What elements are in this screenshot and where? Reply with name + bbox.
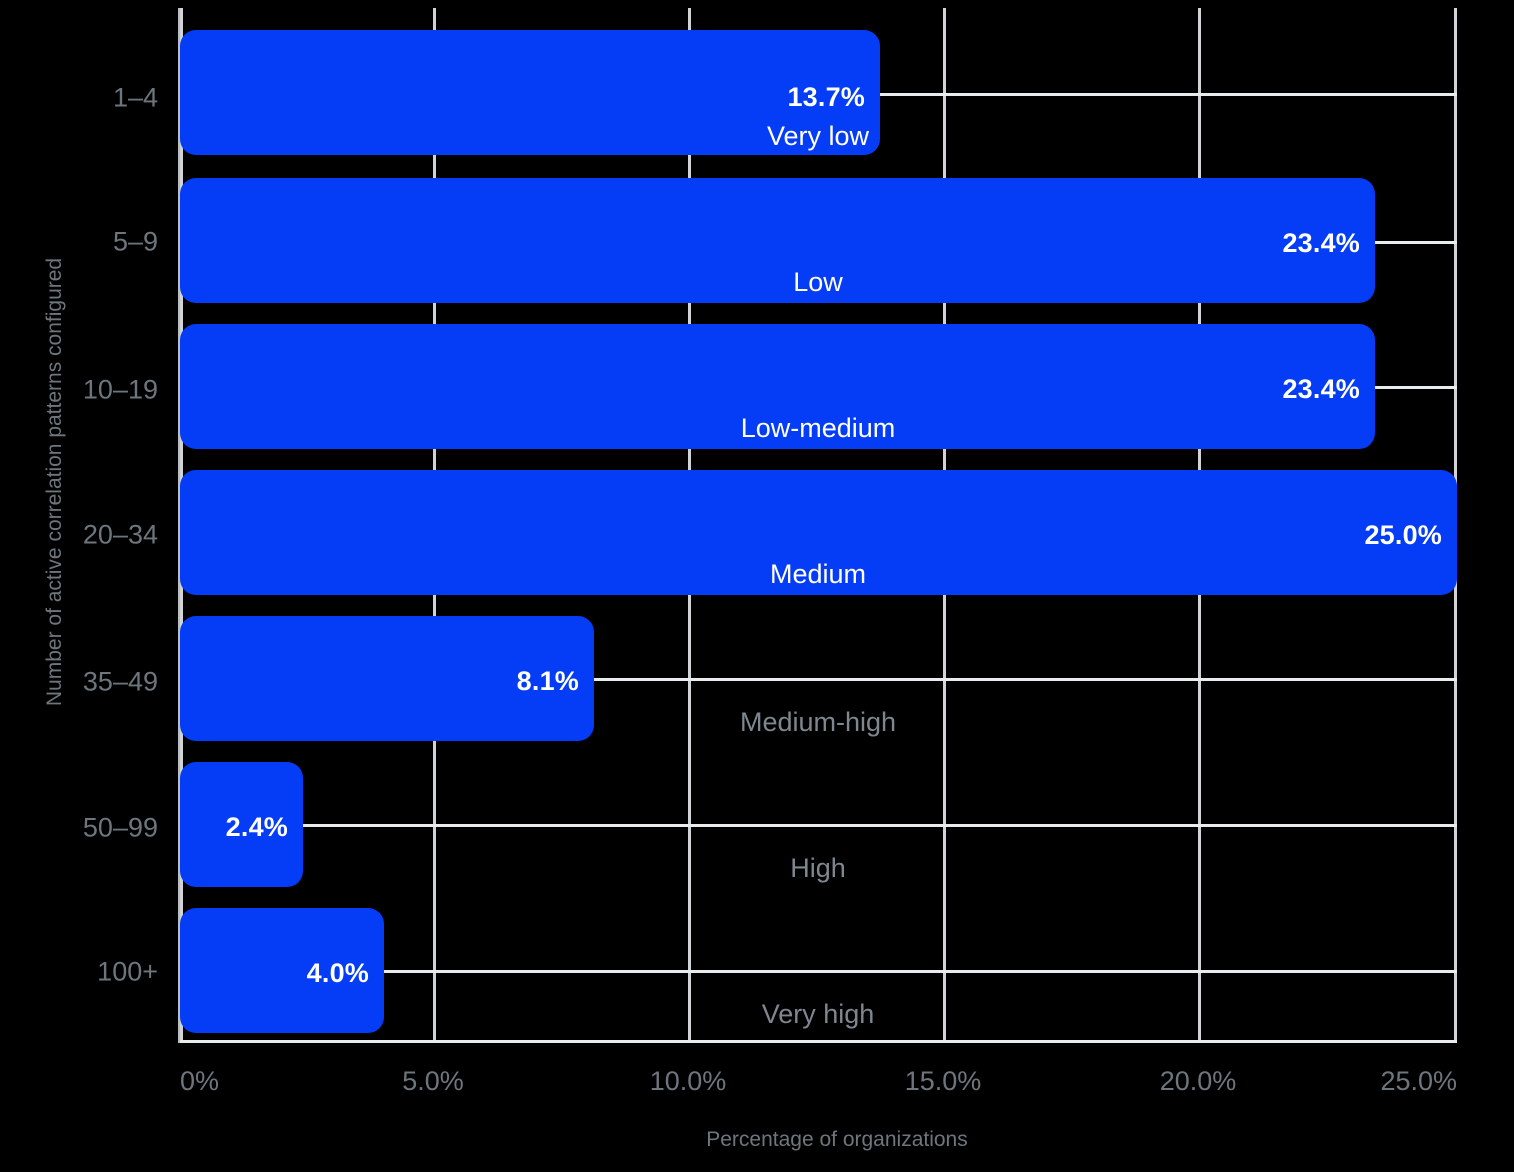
bar-20-34[interactable] bbox=[180, 470, 1457, 595]
y-tick-label-0: 1–4 bbox=[112, 82, 158, 113]
bar-35-49[interactable] bbox=[180, 616, 594, 741]
x-tick-label-3: 15.0% bbox=[904, 1066, 982, 1096]
severity-label-medium: Medium bbox=[769, 559, 867, 589]
plot-area: 13.7% 23.4% 23.4% 25.0% 8.1% 2.4% 4.0% V… bbox=[180, 8, 1457, 1096]
value-label-35-49: 8.1% bbox=[516, 666, 579, 696]
severity-label-very-low: Very low bbox=[766, 121, 870, 151]
value-label-5-9: 23.4% bbox=[1282, 228, 1360, 258]
y-tick-label-2: 10–19 bbox=[82, 374, 158, 405]
x-tick-label-5: 25.0% bbox=[1380, 1066, 1457, 1096]
severity-label-medium-high: Medium-high bbox=[739, 707, 897, 737]
bar-100-plus[interactable] bbox=[180, 908, 384, 1033]
bar-10-19[interactable] bbox=[180, 324, 1375, 449]
value-label-1-4: 13.7% bbox=[787, 82, 865, 112]
x-tick-label-1: 5.0% bbox=[402, 1066, 464, 1096]
severity-label-very-high: Very high bbox=[761, 999, 875, 1029]
y-tick-label-5: 50–99 bbox=[82, 812, 158, 843]
bar-5-9[interactable] bbox=[180, 178, 1375, 303]
bar-1-4[interactable] bbox=[180, 30, 880, 155]
y-tick-label-1: 5–9 bbox=[112, 226, 158, 257]
x-axis-title-text: Percentage of organizations bbox=[706, 1128, 968, 1151]
x-tick-label-2: 10.0% bbox=[649, 1066, 727, 1096]
severity-label-high: High bbox=[790, 853, 846, 883]
y-axis-title: Number of active correlation patterns co… bbox=[43, 257, 66, 707]
y-tick-label-4: 35–49 bbox=[82, 666, 158, 697]
value-label-20-34: 25.0% bbox=[1364, 520, 1442, 550]
y-tick-label-3: 20–34 bbox=[82, 519, 158, 550]
x-tick-label-4: 20.0% bbox=[1159, 1066, 1237, 1096]
gridline-y-5 bbox=[180, 824, 1457, 827]
bar-50-99[interactable] bbox=[180, 762, 303, 887]
value-label-10-19: 23.4% bbox=[1282, 374, 1360, 404]
gridline-y-4 bbox=[180, 678, 1457, 681]
value-label-100-plus: 4.0% bbox=[306, 958, 369, 988]
severity-label-low-medium: Low-medium bbox=[740, 413, 896, 443]
x-axis-title: Percentage of organizations bbox=[0, 1128, 1514, 1152]
y-tick-label-6: 100+ bbox=[97, 956, 158, 987]
gridline-y-bottom bbox=[180, 1040, 1457, 1043]
y-axis-spine bbox=[178, 8, 181, 1043]
value-label-50-99: 2.4% bbox=[225, 812, 288, 842]
severity-label-low: Low bbox=[793, 267, 843, 297]
gridline-y-6 bbox=[180, 970, 1457, 973]
x-tick-label-0: 0% bbox=[180, 1066, 220, 1096]
